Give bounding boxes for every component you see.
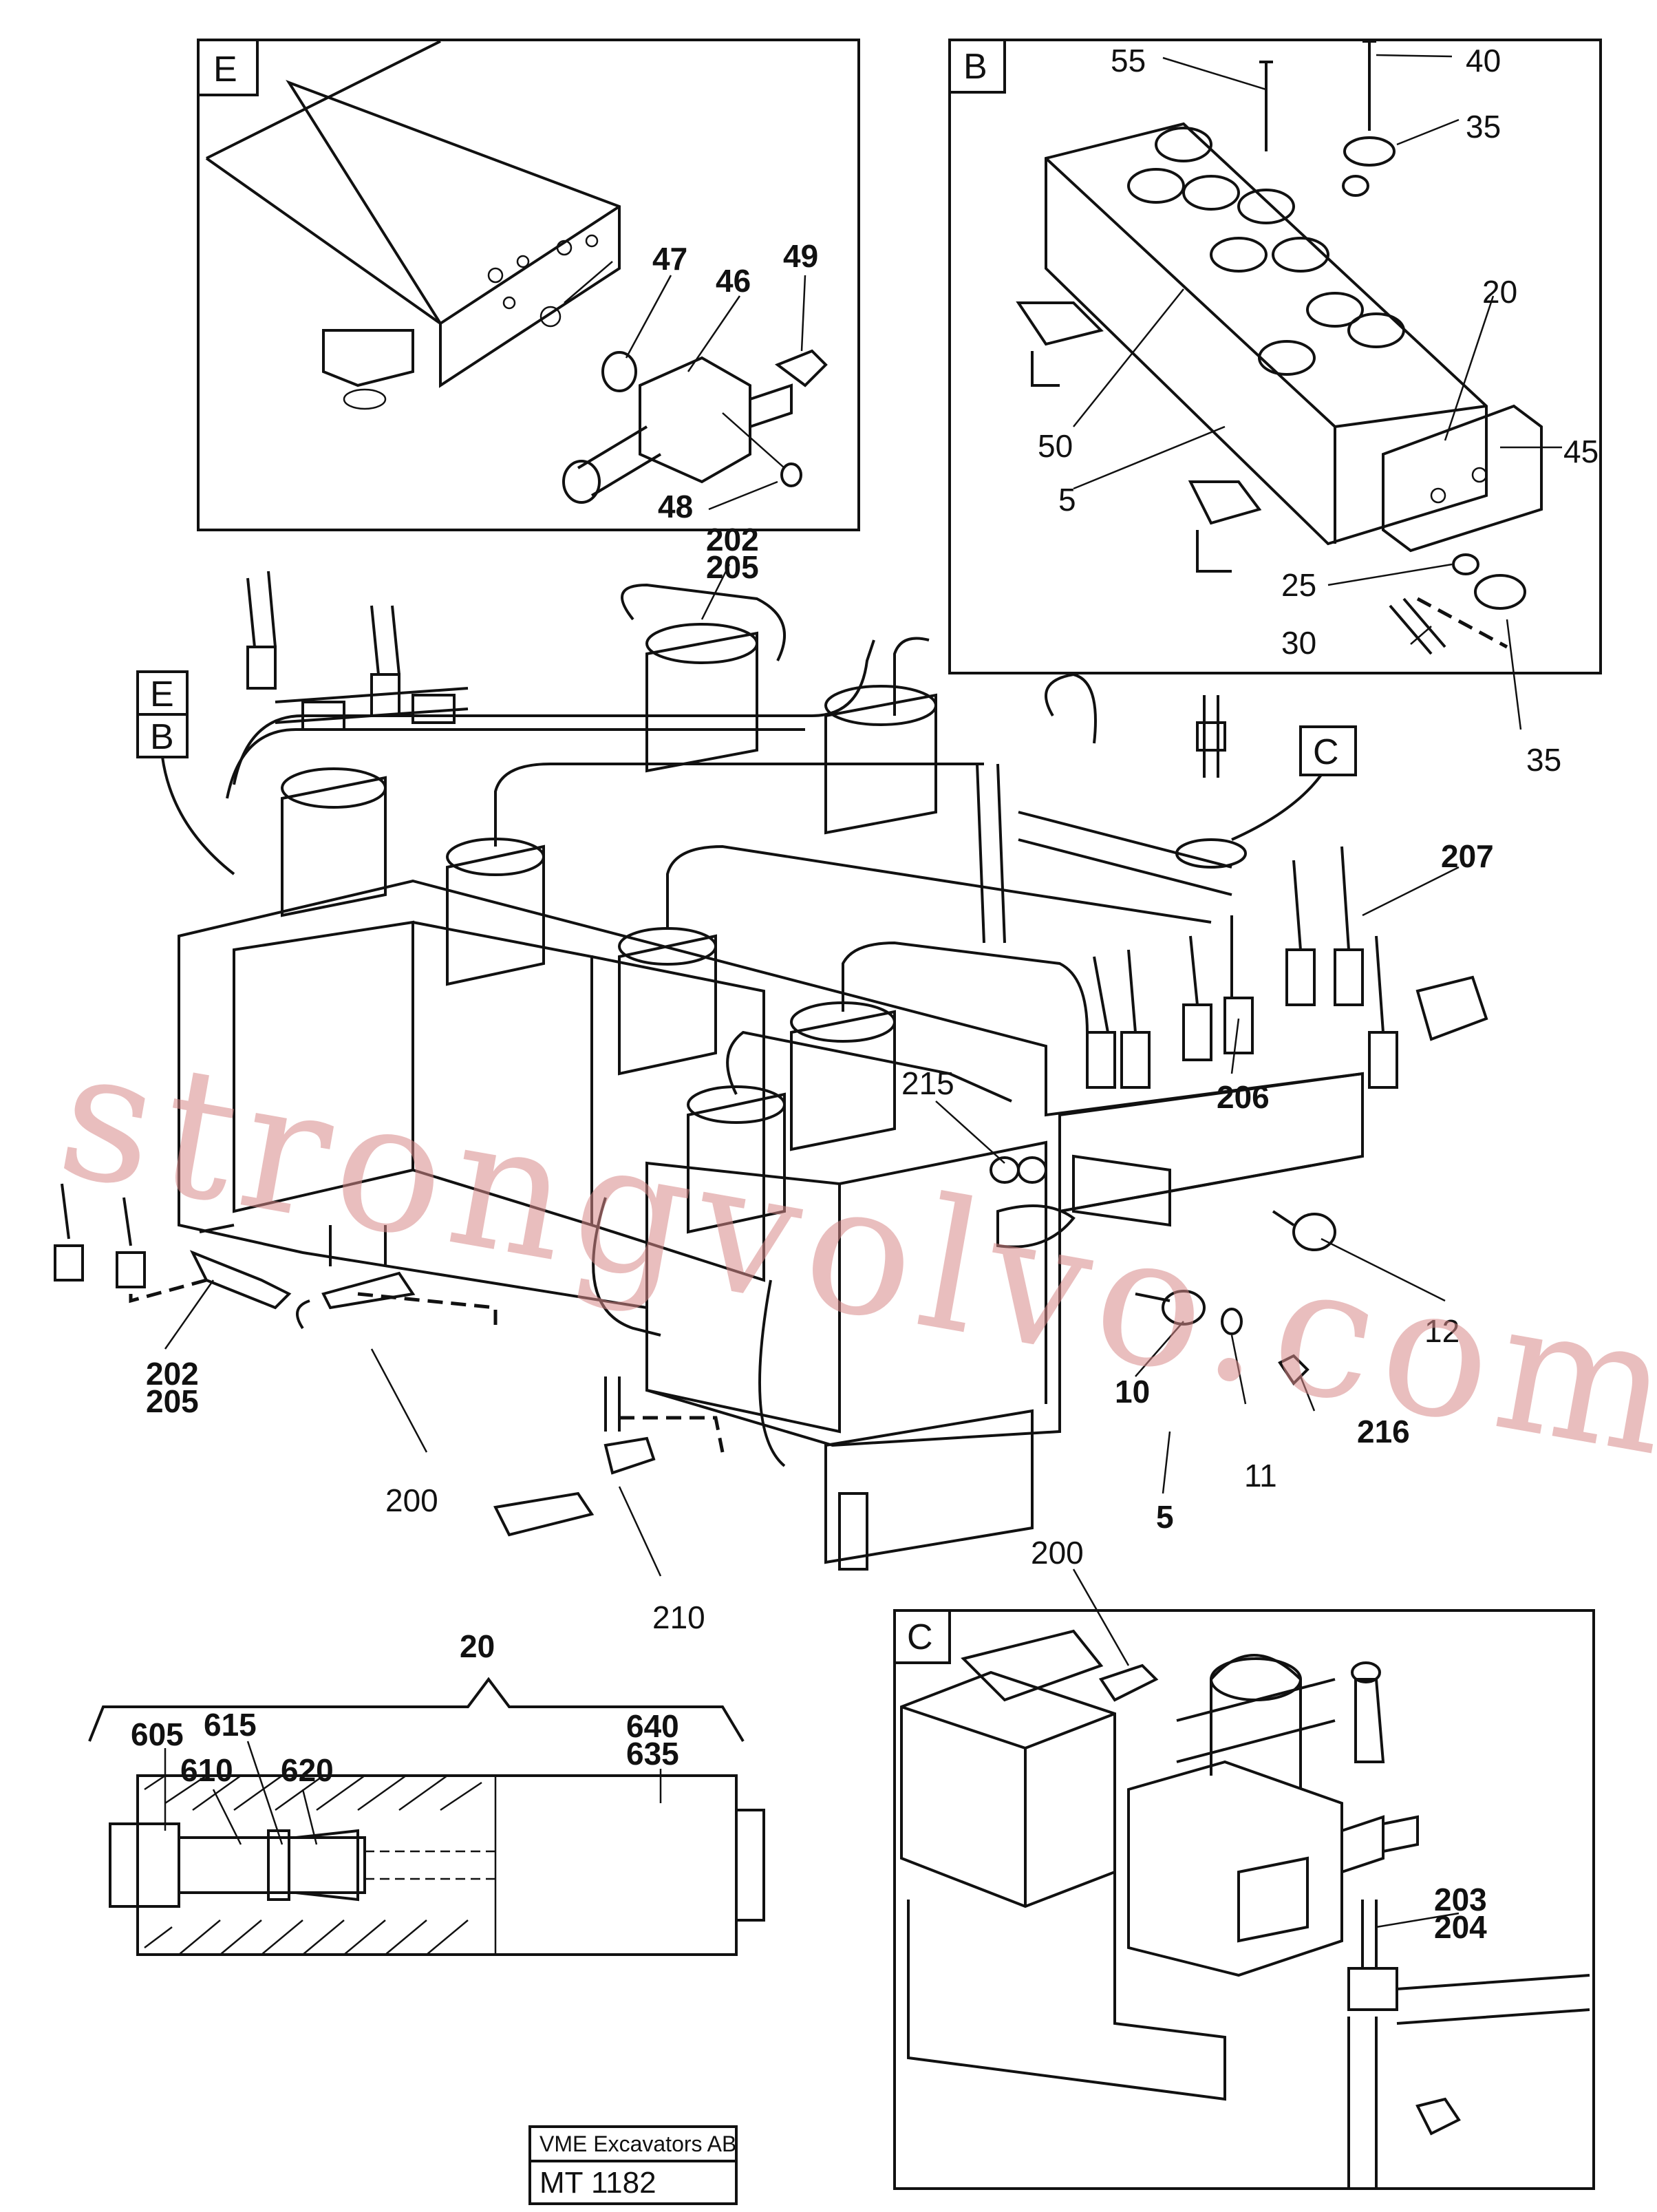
label-47: 47 [652, 241, 687, 277]
label-640: 640 [626, 1708, 679, 1744]
label-605: 605 [131, 1716, 184, 1752]
label-207: 207 [1441, 838, 1494, 874]
label-610: 610 [180, 1752, 233, 1788]
label-635: 635 [626, 1736, 679, 1772]
label-210: 210 [652, 1599, 705, 1635]
label-45: 45 [1563, 434, 1599, 469]
label-20: 20 [1482, 274, 1517, 310]
detail-c-panel: C 200 203 204 [893, 1535, 1595, 2190]
detail-b-tag: B [963, 47, 987, 87]
detail-e-tag: E [213, 50, 237, 89]
main-assembly: E B C [54, 522, 1494, 1635]
label-620: 620 [281, 1752, 334, 1788]
detail-b-panel: B 55 40 [948, 39, 1602, 778]
label-215: 215 [901, 1065, 954, 1101]
title-block: VME Excavators AB MT 1182 [528, 2125, 738, 2205]
label-206: 206 [1217, 1079, 1270, 1115]
label-205-top: 205 [706, 549, 759, 585]
main-b-tag: B [150, 717, 174, 757]
label-204: 204 [1434, 1909, 1487, 1945]
label-5-detail: 5 [1058, 482, 1076, 518]
main-c-tag: C [1313, 732, 1339, 772]
label-12: 12 [1424, 1313, 1460, 1349]
label-200-detail: 200 [1031, 1535, 1084, 1571]
label-216: 216 [1357, 1414, 1410, 1449]
title-block-company: VME Excavators AB [539, 2131, 736, 2156]
label-11: 11 [1244, 1458, 1277, 1493]
label-20-section: 20 [460, 1628, 495, 1664]
label-35-bottom: 35 [1526, 742, 1561, 778]
label-30: 30 [1281, 625, 1316, 661]
label-50: 50 [1038, 428, 1073, 464]
watermark: strongvolvo.com [46, 1009, 1657, 1498]
label-200-main: 200 [385, 1482, 438, 1518]
label-48: 48 [658, 489, 693, 524]
section-20: 20 605 610 615 620 640 635 [88, 1628, 765, 1956]
label-49: 49 [783, 238, 818, 274]
label-46: 46 [716, 263, 751, 299]
label-35-top: 35 [1466, 109, 1501, 145]
main-e-tag: E [150, 674, 174, 714]
label-40: 40 [1466, 43, 1501, 78]
detail-c-tag: C [907, 1617, 933, 1657]
label-202-left: 202 [146, 1356, 199, 1392]
label-55: 55 [1111, 43, 1146, 78]
label-615: 615 [204, 1707, 257, 1743]
title-block-drawing-number: MT 1182 [539, 2166, 656, 2200]
label-205-left: 205 [146, 1383, 199, 1419]
detail-e-panel: E 47 46 49 48 [197, 39, 860, 531]
label-10: 10 [1115, 1374, 1150, 1410]
label-203: 203 [1434, 1882, 1487, 1917]
label-202-top: 202 [706, 522, 759, 557]
label-5-main: 5 [1156, 1499, 1174, 1535]
label-25: 25 [1281, 567, 1316, 603]
